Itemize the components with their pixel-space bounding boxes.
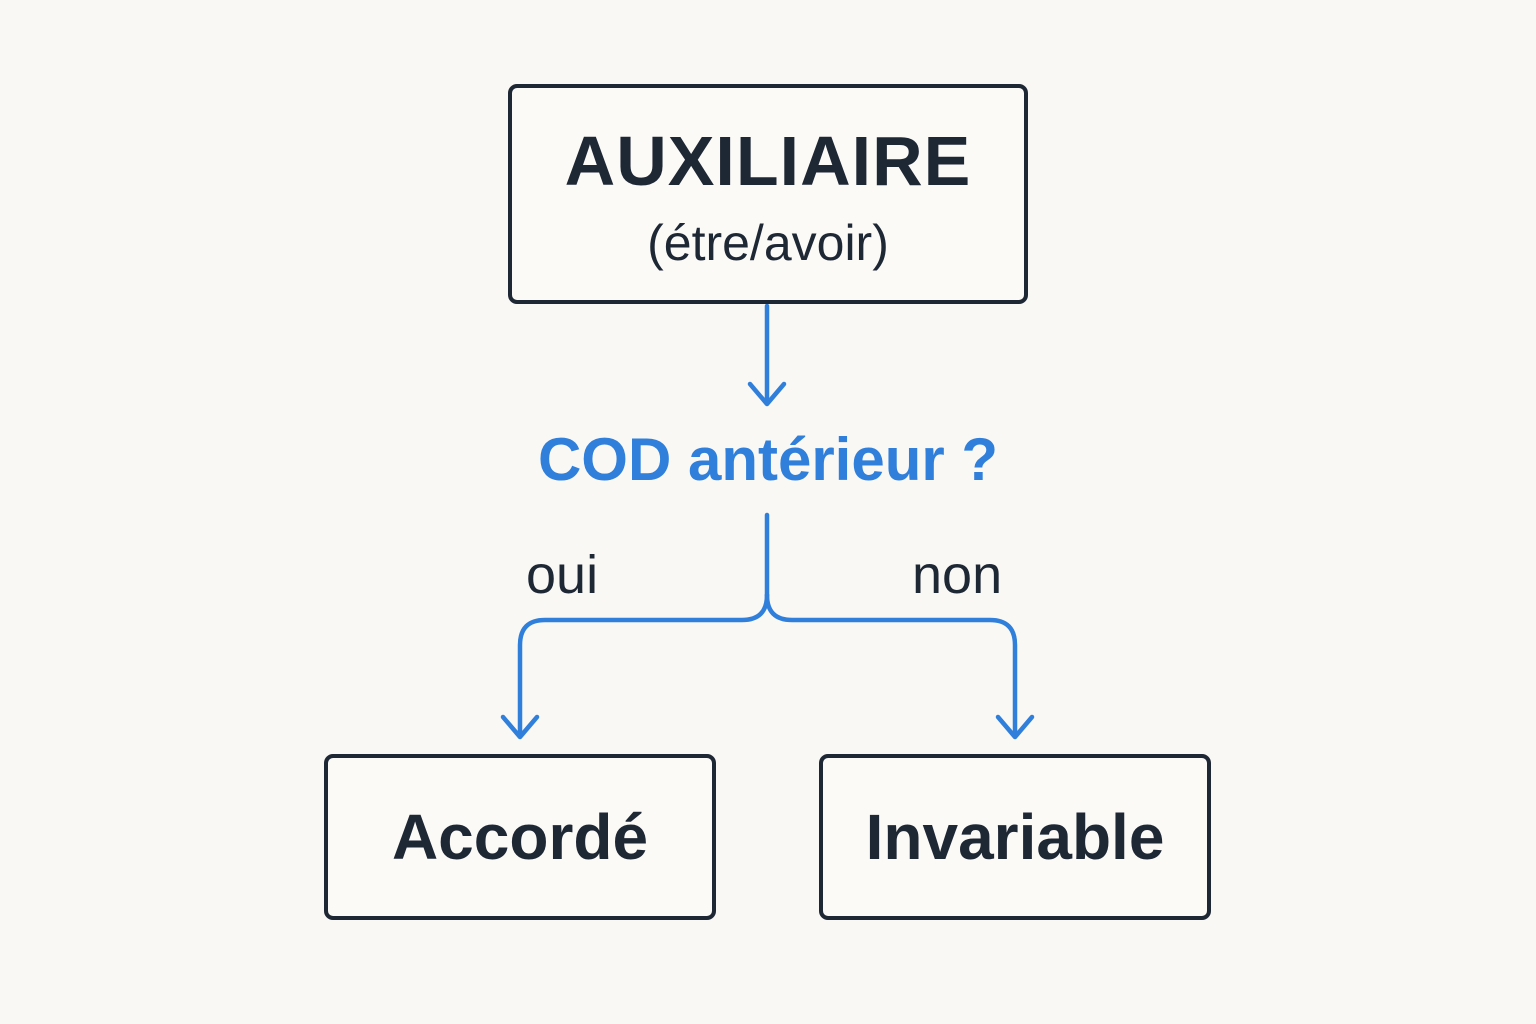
invariable-label: Invariable	[865, 801, 1165, 873]
accorde-label: Accordé	[391, 801, 649, 873]
accorde-box: Accordé	[324, 754, 716, 920]
arrow-root-to-question	[747, 303, 787, 407]
cod-question: COD antérieur ?	[537, 426, 999, 493]
auxiliary-title: AUXILIAIRE	[564, 122, 972, 200]
arrow-to-invariable	[764, 592, 1035, 740]
branch-label-yes: oui	[526, 545, 599, 605]
invariable-box: Invariable	[819, 754, 1211, 920]
arrow-to-accorde	[500, 592, 770, 740]
branch-label-no: non	[912, 545, 1003, 605]
auxiliary-box: AUXILIAIRE (étre/avoir)	[508, 84, 1028, 304]
auxiliary-subtitle: (étre/avoir)	[647, 215, 889, 271]
